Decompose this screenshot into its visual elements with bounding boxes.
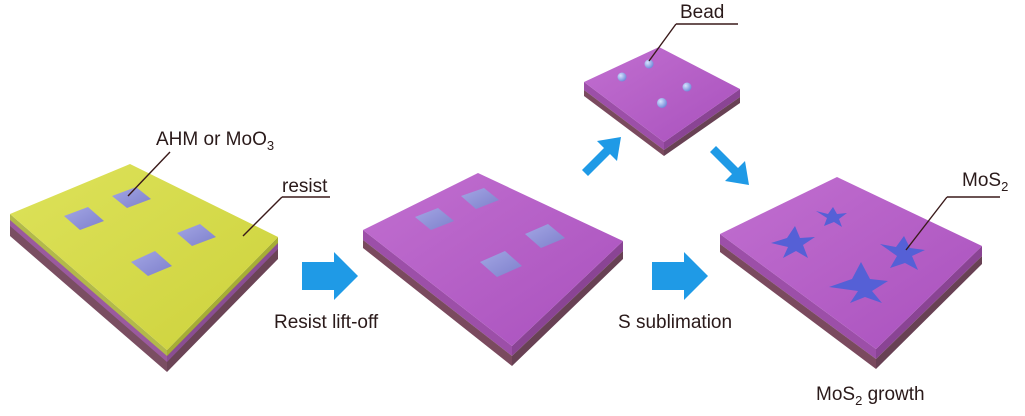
mos2-flake <box>829 262 888 303</box>
label-mos2: MoS2 <box>962 170 1008 194</box>
precursor-pad <box>525 224 565 248</box>
precursor-window <box>64 207 104 230</box>
slab-bead <box>584 47 740 156</box>
precursor-window <box>112 187 151 208</box>
bead-particle <box>617 72 627 82</box>
bead-particle <box>682 82 692 92</box>
label-resist-liftoff: Resist lift-off <box>274 312 379 333</box>
precursor-window <box>131 251 172 276</box>
arrow-resist-liftoff <box>302 252 358 300</box>
arrow-s-sublimation <box>652 252 708 300</box>
precursor-pad <box>415 208 454 230</box>
slab-after-liftoff <box>363 173 623 366</box>
mos2-flake <box>880 236 925 270</box>
label-resist: resist <box>282 176 328 197</box>
label-s-sublimation: S sublimation <box>618 312 732 333</box>
mos2-flake <box>771 226 815 258</box>
precursor-window <box>177 224 216 246</box>
mos2-flake <box>816 207 847 227</box>
bead-particle <box>644 59 654 69</box>
label-mos2-growth: MoS2 growth <box>816 384 925 408</box>
label-bead: Bead <box>680 2 724 23</box>
precursor-pad <box>480 251 522 277</box>
label-ahm-moo3: AHM or MoO3 <box>156 129 274 153</box>
bead-particle <box>657 98 667 108</box>
arrow-down-from-bead <box>710 146 749 185</box>
slab-resist-coated <box>10 164 278 372</box>
leader-line-mos2 <box>905 196 948 251</box>
leader-line-ahm <box>127 151 171 197</box>
arrow-up-to-bead <box>582 137 621 176</box>
precursor-pad <box>461 188 499 209</box>
slab-mos2-growth <box>720 177 982 369</box>
leader-line-bead <box>648 23 677 62</box>
leader-line-resist <box>242 196 283 237</box>
